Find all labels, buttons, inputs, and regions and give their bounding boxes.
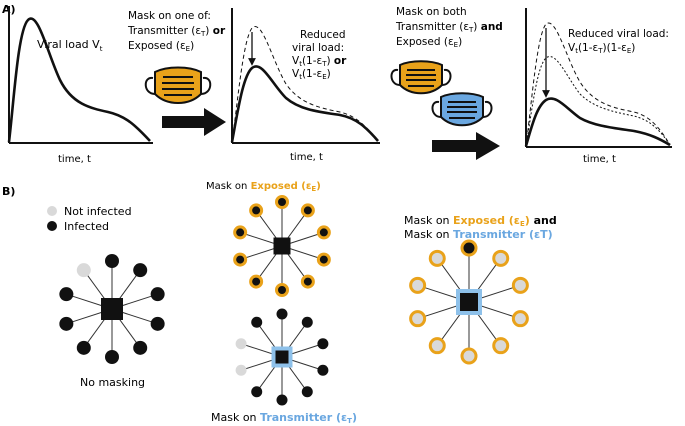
both-mask-transmitter-hub bbox=[456, 289, 482, 315]
both-mask-uninfected-node bbox=[460, 347, 478, 365]
no-mask-transmitter-hub bbox=[101, 298, 123, 320]
mask-both-line1: Mask on both bbox=[396, 6, 467, 18]
no-mask-uninfected-node bbox=[76, 263, 91, 278]
exposed-mask-infected-node bbox=[300, 203, 315, 218]
orange-mask-icon-both bbox=[390, 60, 452, 95]
transmitter-mask-uninfected-node bbox=[235, 338, 247, 350]
mask-both-line2: Transmitter (εT) and bbox=[395, 21, 503, 34]
no-mask-infected-node bbox=[59, 316, 74, 331]
exposed-mask-infected-node bbox=[275, 195, 289, 209]
transmitter-mask-infected-node bbox=[317, 338, 329, 350]
arrow-2 bbox=[432, 132, 500, 160]
no-mask-infected-node bbox=[105, 350, 119, 364]
no-mask-infected-node bbox=[150, 287, 165, 302]
transmitter-mask-infected-node bbox=[301, 316, 313, 328]
exposed-mask-infected-node bbox=[249, 274, 264, 289]
transmitter-mask-transmitter-hub bbox=[271, 346, 293, 368]
both-mask-label-line2: Mask on Transmitter (εT) bbox=[404, 228, 553, 241]
no-mask-label: No masking bbox=[80, 376, 145, 389]
graph1-title: Viral load Vt bbox=[37, 38, 103, 53]
graph1-curve bbox=[7, 17, 151, 143]
graph3-single-curve bbox=[525, 56, 671, 147]
mask-one-line2: Transmitter (εT) or bbox=[127, 25, 226, 38]
no-mask-infected-node bbox=[76, 340, 91, 355]
graph2-line4: Vt(1-εE) bbox=[292, 68, 331, 81]
both-mask-uninfected-node bbox=[428, 337, 446, 355]
exposed-mask-infected-node bbox=[316, 225, 331, 240]
both-mask-label-line1: Mask on Exposed (εE) and bbox=[404, 214, 557, 228]
blue-mask-icon bbox=[431, 92, 493, 127]
networks bbox=[59, 195, 529, 406]
legend-not-infected-label: Not infected bbox=[64, 205, 132, 218]
no-mask-infected-node bbox=[150, 316, 165, 331]
transmitter-mask-label: Mask on Transmitter (εT) bbox=[211, 411, 357, 425]
graph2-line3: Vt(1-εT) or bbox=[292, 55, 347, 68]
orange-mask-icon bbox=[144, 66, 212, 104]
both-mask-infected-node bbox=[460, 239, 478, 257]
graph1-xlabel: time, t bbox=[58, 154, 91, 165]
transmitter-mask-infected-node bbox=[251, 386, 263, 398]
both-mask-uninfected-node bbox=[511, 276, 529, 294]
no-mask-infected-node bbox=[133, 340, 148, 355]
mask-one-line1: Mask on one of: bbox=[128, 10, 211, 22]
legend-infected-dot bbox=[47, 221, 57, 231]
mask-one-text: Mask on one of: Transmitter (εT) or Expo… bbox=[127, 10, 226, 53]
graph-reduced-one: Reduced viral load: Vt(1-εT) or Vt(1-εE)… bbox=[230, 8, 380, 163]
graph-viral-load: Viral load Vt time, t bbox=[7, 6, 153, 165]
exposed-mask-infected-node bbox=[233, 225, 248, 240]
exposed-mask-infected-node bbox=[249, 203, 264, 218]
graph2-line1: Reduced bbox=[300, 29, 346, 41]
graph3-line1: Reduced viral load: bbox=[568, 28, 669, 40]
exposed-mask-label: Mask on Exposed (εE) bbox=[206, 181, 321, 193]
graph2-line2: viral load: bbox=[292, 42, 344, 54]
both-mask-uninfected-node bbox=[409, 276, 427, 294]
graph2-xlabel: time, t bbox=[290, 152, 323, 163]
graph3-line2: Vt(1-εT)(1-εE) bbox=[568, 42, 635, 55]
transmitter-mask-infected-node bbox=[276, 308, 288, 320]
graph2-reduced-curve bbox=[230, 65, 379, 143]
both-mask-uninfected-node bbox=[492, 249, 510, 267]
mask-both-line3: Exposed (εE) bbox=[396, 36, 462, 49]
no-mask-infected-node bbox=[59, 287, 74, 302]
no-mask-infected-node bbox=[133, 263, 148, 278]
no-mask-infected-node bbox=[105, 254, 119, 268]
both-mask-uninfected-node bbox=[511, 310, 529, 328]
both-mask-uninfected-node bbox=[428, 249, 446, 267]
mask-one-line3: Exposed (εE) bbox=[128, 40, 194, 53]
transmitter-mask-infected-node bbox=[276, 394, 288, 406]
legend-infected-label: Infected bbox=[64, 220, 109, 233]
graph2-original-curve bbox=[231, 25, 379, 143]
graph3-xlabel: time, t bbox=[583, 154, 616, 165]
both-mask-uninfected-node bbox=[492, 337, 510, 355]
graph3-reduced-curve bbox=[524, 97, 671, 147]
exposed-mask-infected-node bbox=[300, 274, 315, 289]
exposed-mask-infected-node bbox=[233, 252, 248, 267]
arrow-1 bbox=[162, 108, 226, 136]
legend-not-infected-dot bbox=[47, 206, 57, 216]
transmitter-mask-infected-node bbox=[317, 364, 329, 376]
graph-reduced-both: Reduced viral load: Vt(1-εT)(1-εE) time,… bbox=[524, 8, 672, 165]
transmitter-mask-infected-node bbox=[251, 316, 263, 328]
exposed-mask-infected-node bbox=[316, 252, 331, 267]
exposed-mask-transmitter-hub bbox=[273, 237, 291, 255]
both-mask-uninfected-node bbox=[409, 310, 427, 328]
mask-both-text: Mask on both Transmitter (εT) and Expose… bbox=[395, 6, 503, 49]
exposed-mask-infected-node bbox=[275, 283, 289, 297]
transmitter-mask-infected-node bbox=[301, 386, 313, 398]
panel-b-label: B) bbox=[2, 185, 15, 198]
legend: Not infected Infected bbox=[47, 205, 132, 233]
transmitter-mask-uninfected-node bbox=[235, 364, 247, 376]
